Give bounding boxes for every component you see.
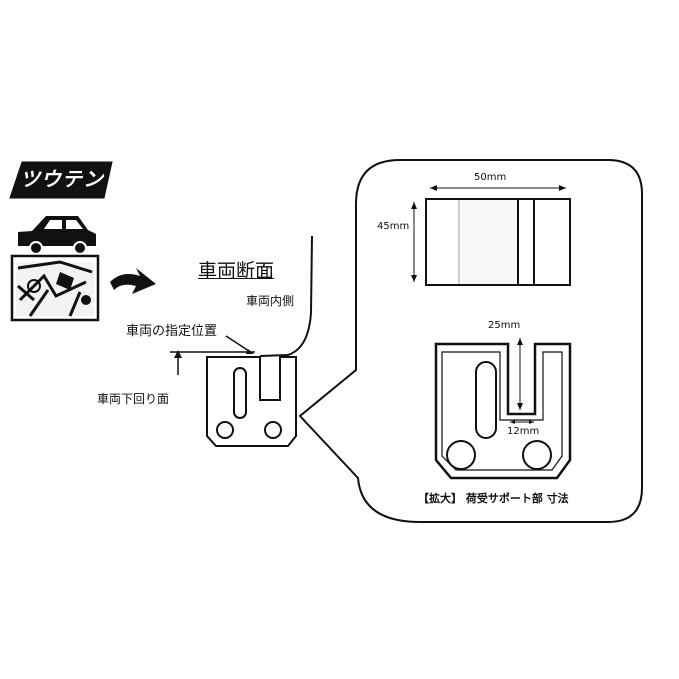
brand-logo: ツウテン bbox=[20, 167, 104, 191]
slot-depth-label: 25mm bbox=[488, 320, 521, 331]
vehicle-inside-line bbox=[259, 235, 313, 357]
detail-caption: 【拡大】 荷受サポート部 寸法 bbox=[418, 492, 569, 505]
car-icon bbox=[18, 216, 96, 255]
vehicle-underside-label: 車両下回り面 bbox=[97, 392, 170, 406]
cross-section-title: 車両断面 bbox=[198, 260, 275, 282]
vehicle-inside-label: 車両内側 bbox=[246, 294, 295, 308]
curved-arrow-icon bbox=[110, 268, 156, 294]
slot-width-label: 12mm bbox=[507, 426, 540, 437]
designated-position-label: 車両の指定位置 bbox=[126, 324, 218, 339]
undercarriage-photo bbox=[10, 254, 100, 322]
width-dimension-label: 50mm bbox=[474, 172, 507, 183]
bracket-large bbox=[434, 342, 572, 480]
height-dimension-label: 45mm bbox=[377, 221, 410, 232]
logo-badge bbox=[9, 161, 113, 199]
top-view-plate bbox=[425, 198, 571, 286]
